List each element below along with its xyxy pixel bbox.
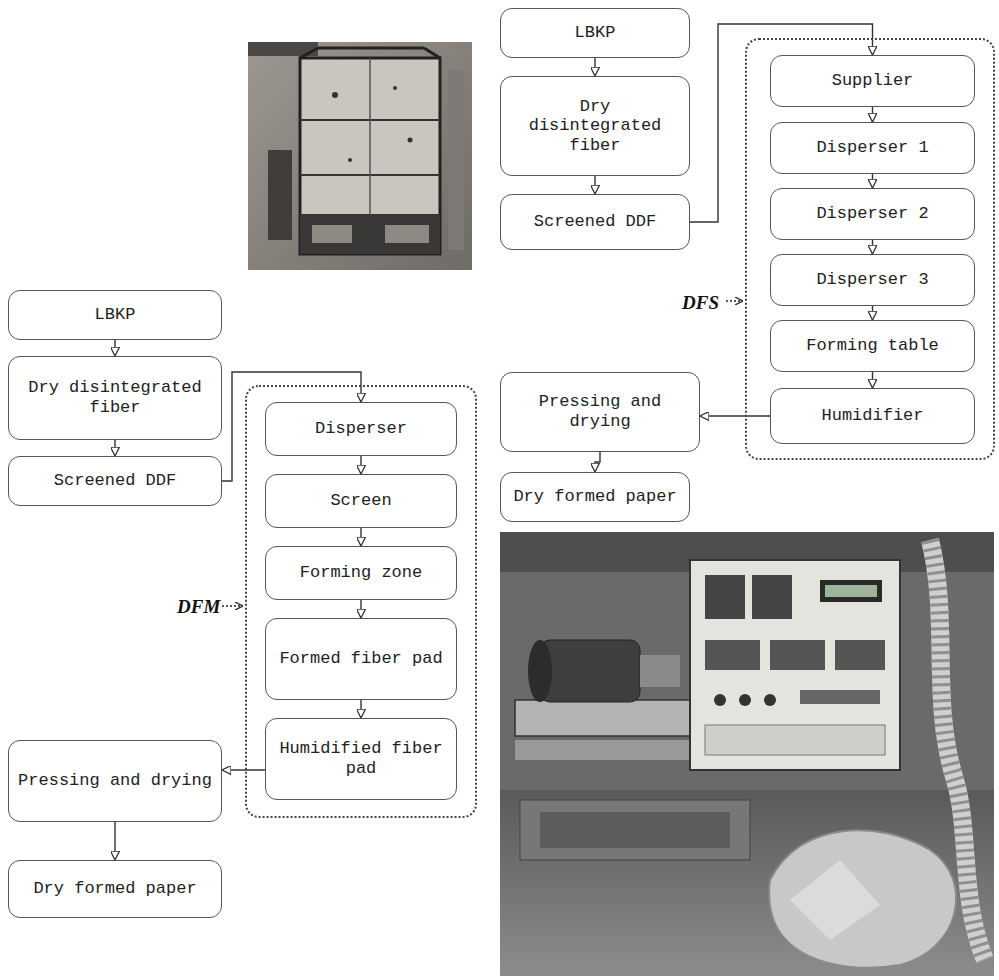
system-label: DFS bbox=[682, 292, 719, 314]
process-box: Disperser 1 bbox=[770, 122, 975, 174]
flow-arrow bbox=[360, 528, 361, 546]
flow-arrow bbox=[594, 58, 595, 76]
box-label: Humidifier bbox=[821, 406, 923, 426]
flow-arrow bbox=[594, 176, 595, 194]
leader-arrow bbox=[726, 300, 743, 302]
box-label: Screened DDF bbox=[54, 471, 176, 491]
box-label: Screened DDF bbox=[534, 212, 656, 232]
system-boundary: DFMDisperserScreenForming zoneFormed fib… bbox=[245, 385, 477, 818]
process-box: Forming table bbox=[770, 320, 975, 372]
flow-arrow bbox=[872, 240, 873, 254]
box-label: Dry formed paper bbox=[513, 487, 676, 507]
machine-photo bbox=[248, 42, 472, 270]
box-label: Dry disintegrated fiber bbox=[509, 97, 681, 156]
process-box: Dry disintegrated fiber bbox=[500, 76, 690, 176]
process-box: Dry formed paper bbox=[8, 860, 222, 918]
box-label: Formed fiber pad bbox=[279, 649, 442, 669]
box-label: Forming zone bbox=[300, 563, 422, 583]
flow-arrow bbox=[872, 107, 873, 122]
process-box: Pressing and drying bbox=[8, 740, 222, 822]
box-label: Dry disintegrated fiber bbox=[17, 378, 213, 417]
system-label: DFM bbox=[177, 596, 220, 618]
process-box: Screen bbox=[265, 474, 457, 528]
box-label: LBKP bbox=[575, 23, 616, 43]
device-photo bbox=[500, 532, 994, 976]
box-label: LBKP bbox=[95, 305, 136, 325]
flow-arrow bbox=[114, 440, 115, 456]
flow-arrow bbox=[114, 822, 115, 860]
box-label: Disperser 1 bbox=[816, 138, 928, 158]
box-label: Disperser 3 bbox=[816, 270, 928, 290]
process-box: Screened DDF bbox=[500, 194, 690, 250]
box-label: Pressing and drying bbox=[18, 771, 212, 791]
process-box: Humidifier bbox=[770, 388, 975, 444]
process-box: Forming zone bbox=[265, 546, 457, 600]
box-label: Screen bbox=[330, 491, 391, 511]
box-label: Dry formed paper bbox=[33, 879, 196, 899]
flow-arrow bbox=[222, 769, 265, 770]
box-label: Forming table bbox=[806, 336, 939, 356]
box-label: Supplier bbox=[832, 71, 914, 91]
box-label: Humidified fiber pad bbox=[274, 739, 448, 778]
system-boundary: DFSSupplierDisperser 1Disperser 2Dispers… bbox=[745, 38, 995, 460]
process-box: LBKP bbox=[500, 8, 690, 58]
process-box: Dry disintegrated fiber bbox=[8, 356, 222, 440]
box-label: Pressing and drying bbox=[509, 392, 691, 431]
flow-arrow bbox=[360, 456, 361, 474]
process-box: Pressing and drying bbox=[500, 372, 700, 452]
flow-arrow bbox=[700, 415, 770, 416]
flow-arrow bbox=[872, 372, 873, 388]
process-box: Formed fiber pad bbox=[265, 618, 457, 700]
flow-arrow bbox=[360, 700, 361, 718]
flow-arrow bbox=[360, 600, 361, 618]
flow-arrow bbox=[114, 340, 115, 356]
box-label: Disperser bbox=[315, 419, 407, 439]
process-box: Humidified fiber pad bbox=[265, 718, 457, 800]
process-box: Supplier bbox=[770, 55, 975, 107]
flow-arrow bbox=[872, 174, 873, 188]
process-box: Disperser 3 bbox=[770, 254, 975, 306]
process-box: Screened DDF bbox=[8, 456, 222, 506]
process-box: Disperser 2 bbox=[770, 188, 975, 240]
flow-arrow bbox=[872, 306, 873, 320]
box-label: Disperser 2 bbox=[816, 204, 928, 224]
leader-arrow bbox=[222, 605, 243, 607]
flow-arrow bbox=[595, 452, 600, 472]
process-box: LBKP bbox=[8, 290, 222, 340]
process-box: Dry formed paper bbox=[500, 472, 690, 522]
process-box: Disperser bbox=[265, 402, 457, 456]
